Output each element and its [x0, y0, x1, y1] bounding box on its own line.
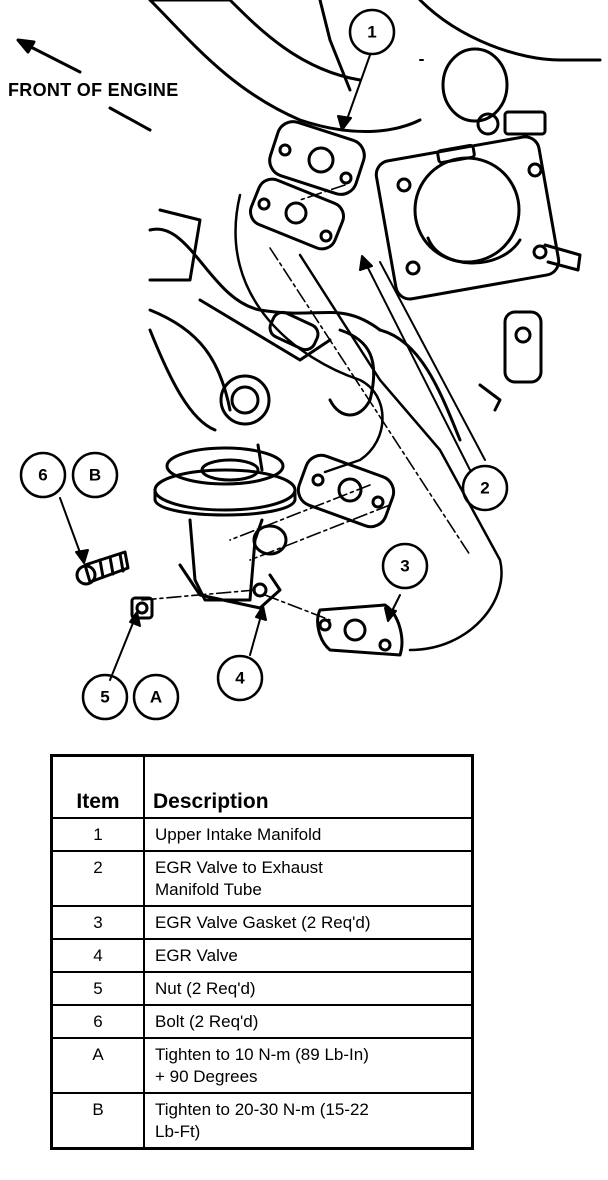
callout-1: 1 [367, 23, 376, 42]
item-cell: 5 [50, 971, 145, 1006]
description-cell: Upper Intake Manifold [143, 817, 474, 852]
description-cell: Tighten to 10 N-m (89 Lb-In) + 90 Degree… [143, 1037, 474, 1094]
callout-4: 4 [235, 669, 245, 688]
description-cell: EGR Valve Gasket (2 Req'd) [143, 905, 474, 940]
egr-exploded-view-diagram: 1 2 3 4 5 6 A B [16, 0, 602, 721]
front-arrow-icon [16, 38, 152, 132]
item-cell: 4 [50, 938, 145, 973]
egr-tube-illustration [234, 193, 503, 652]
description-cell: EGR Valve to Exhaust Manifold Tube [143, 850, 474, 907]
description-cell: Tighten to 20-30 N-m (15-22 Lb-Ft) [143, 1092, 474, 1150]
upper-intake-manifold-illustration [148, 0, 602, 442]
description-cell: Nut (2 Req'd) [143, 971, 474, 1006]
front-of-engine-label: FRONT OF ENGINE [8, 80, 179, 100]
item-cell: 3 [50, 905, 145, 940]
item-cell: 2 [50, 850, 145, 907]
nut-illustration [130, 596, 154, 620]
callout-3: 3 [400, 557, 409, 576]
bolt-illustration [75, 550, 130, 586]
item-cell: 6 [50, 1004, 145, 1039]
header-item: Item [50, 754, 145, 819]
description-cell: Bolt (2 Req'd) [143, 1004, 474, 1039]
callout-b: B [89, 466, 101, 485]
callout-circles [19, 8, 509, 721]
callout-a: A [150, 688, 162, 707]
egr-valve-illustration [153, 443, 297, 610]
callout-5: 5 [100, 688, 109, 707]
egr-gasket-upper-illustration [296, 453, 396, 529]
table-header-row: Item Description [50, 754, 474, 819]
item-cell: 1 [50, 817, 145, 852]
callout-2: 2 [480, 479, 489, 498]
callout-6: 6 [38, 466, 47, 485]
item-cell: B [50, 1092, 145, 1150]
item-cell: A [50, 1037, 145, 1094]
description-cell: EGR Valve [143, 938, 474, 973]
header-description: Description [143, 754, 474, 819]
